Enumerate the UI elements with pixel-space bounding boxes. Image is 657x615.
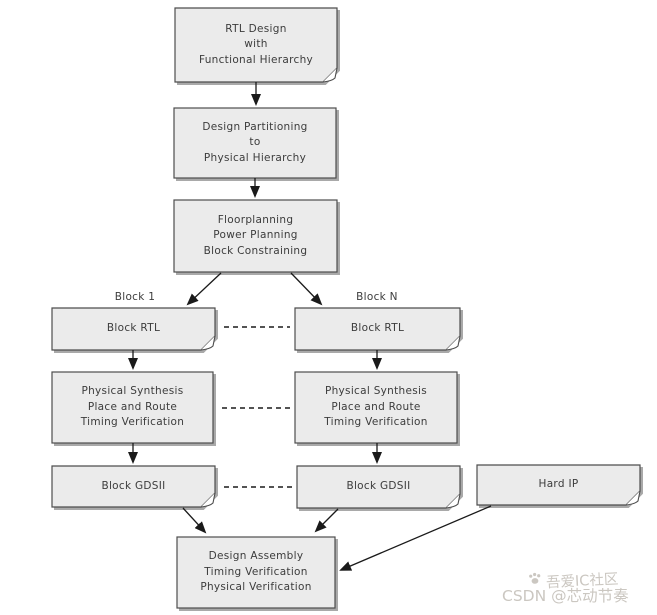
box-shape	[294, 307, 461, 351]
dogear-corner-icon	[200, 492, 216, 508]
node-block-rtl-right	[294, 307, 463, 353]
label-line: Block N	[356, 291, 398, 303]
arrow-hardip-to-assembly	[339, 505, 492, 571]
label-line: Block 1	[114, 291, 156, 303]
box-shape	[296, 465, 461, 509]
watermark-text: CSDN @芯动节奏	[502, 587, 629, 605]
node-hard-ip	[476, 464, 643, 508]
node-design-assembly	[176, 536, 338, 611]
box-shape	[173, 107, 337, 179]
node-block-rtl-left	[51, 307, 218, 353]
arrow-gdsii-right-to-assembly	[314, 508, 339, 533]
box-shape	[176, 536, 336, 609]
node-phys-synth-right	[294, 371, 460, 446]
node-phys-synth-left	[51, 371, 216, 446]
node-floorplanning	[173, 199, 340, 275]
dogear-corner-icon	[200, 335, 216, 351]
box-shape	[51, 307, 216, 351]
arrow-gdsii-left-to-assembly	[182, 507, 207, 534]
node-gdsii-left	[51, 465, 218, 510]
node-rtl-design	[174, 7, 340, 85]
box-shape	[51, 465, 216, 508]
watermark-community: 吾爱IC社区	[527, 568, 619, 594]
arrow-floorplanning-to-block1	[186, 272, 222, 306]
node-gdsii-right	[296, 465, 463, 511]
box-shape	[174, 7, 338, 83]
arrow-floorplanning-to-blockN	[290, 272, 323, 306]
dogear-corner-icon	[445, 493, 461, 509]
connectors	[128, 82, 492, 571]
watermark-csdn: CSDN @芯动节奏	[502, 584, 629, 606]
branch-label-blockN: Block N	[342, 291, 412, 303]
node-design-partitioning	[173, 107, 339, 181]
box-shape	[476, 464, 641, 506]
dogear-corner-icon	[445, 335, 461, 351]
dogear-corner-icon	[625, 490, 641, 506]
box-shape	[51, 371, 214, 444]
paw-icon	[527, 572, 544, 590]
branch-label-block1: Block 1	[100, 291, 170, 303]
box-shape	[173, 199, 338, 273]
box-shape	[294, 371, 458, 444]
dogear-corner-icon	[322, 67, 338, 83]
